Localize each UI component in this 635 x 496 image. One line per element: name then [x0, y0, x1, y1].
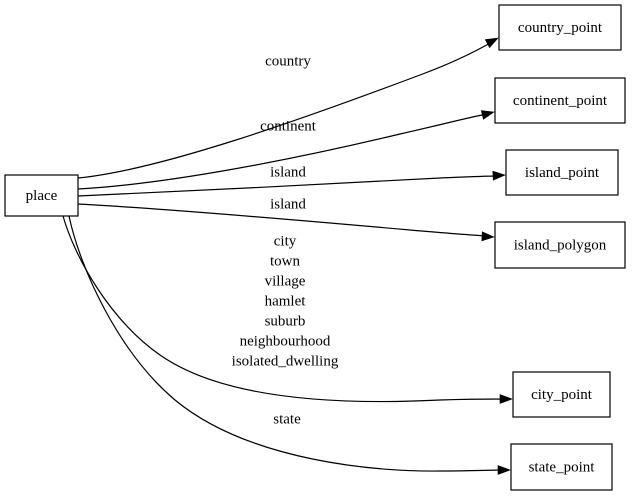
edge-label-place-to-state_point: state — [273, 411, 301, 427]
node-island_polygon[interactable]: island_polygon — [494, 221, 626, 269]
node-island_point[interactable]: island_point — [505, 149, 619, 196]
edge-place-to-island_point — [77, 170, 506, 197]
node-state_point-label: state_point — [529, 459, 596, 475]
edge-line — [77, 203, 488, 237]
edge-label-text: neighbourhood — [240, 333, 331, 349]
edge-label-text: village — [265, 273, 306, 289]
node-city_point-box[interactable] — [512, 371, 611, 418]
node-island_polygon-box[interactable] — [494, 221, 626, 269]
nodes-layer: place country_point continent_point island_… — [4, 4, 626, 491]
edge-label-place-to-country_point: country — [265, 53, 311, 69]
edge-labels-layer: country continent island island city town vill… — [232, 53, 339, 427]
edge-label-place-to-continent_point: continent — [260, 118, 317, 134]
edge-line — [77, 41, 493, 179]
node-city_point[interactable]: city_point — [512, 371, 611, 418]
node-continent_point-box[interactable] — [494, 77, 626, 124]
edge-line — [68, 215, 504, 472]
edges-layer — [62, 37, 513, 475]
edge-label-text: isolated_dwelling — [232, 353, 339, 369]
edge-label-place-to-island_polygon: island — [270, 196, 306, 212]
edge-place-to-state_point — [68, 215, 511, 475]
node-city_point-label: city_point — [531, 387, 593, 403]
edge-line — [77, 175, 499, 197]
node-island_point-label: island_point — [525, 165, 600, 181]
edge-place-to-country_point — [77, 37, 499, 179]
edge-arrowhead-icon — [484, 37, 499, 49]
edge-arrowhead-icon — [480, 110, 495, 120]
edge-label-text: city — [274, 233, 297, 249]
edge-label-text: state — [273, 411, 301, 427]
edge-label-text: island — [270, 164, 306, 180]
edge-place-to-city_point — [62, 215, 513, 404]
node-state_point-box[interactable] — [510, 443, 613, 491]
edge-arrowhead-icon — [497, 465, 511, 475]
node-island_polygon-label: island_polygon — [514, 237, 607, 253]
node-island_point-box[interactable] — [505, 149, 619, 196]
node-continent_point[interactable]: continent_point — [494, 77, 626, 124]
edge-arrowhead-icon — [492, 170, 506, 181]
edge-arrowhead-icon — [499, 394, 513, 404]
edge-arrowhead-icon — [481, 231, 495, 242]
edge-label-text: hamlet — [265, 293, 307, 309]
node-country_point-box[interactable] — [498, 4, 622, 51]
edge-label-text: town — [270, 253, 301, 269]
edge-label-text: country — [265, 53, 311, 69]
node-country_point-label: country_point — [518, 20, 603, 36]
node-state_point[interactable]: state_point — [510, 443, 613, 491]
edge-place-to-continent_point — [77, 110, 495, 190]
edge-label-text: island — [270, 196, 306, 212]
edge-label-place-to-island_point: island — [270, 164, 306, 180]
node-place-label: place — [26, 188, 58, 204]
node-continent_point-label: continent_point — [513, 93, 608, 109]
edge-place-to-island_polygon — [77, 203, 495, 242]
edge-label-text: suburb — [265, 313, 306, 329]
edge-line — [77, 113, 488, 190]
node-place[interactable]: place — [4, 174, 79, 217]
node-place-box[interactable] — [4, 174, 79, 217]
edge-line — [62, 215, 506, 403]
edge-label-text: continent — [260, 118, 317, 134]
edge-label-place-to-city_point: city town village hamlet suburb neighbourhood… — [232, 233, 339, 369]
node-country_point[interactable]: country_point — [498, 4, 622, 51]
